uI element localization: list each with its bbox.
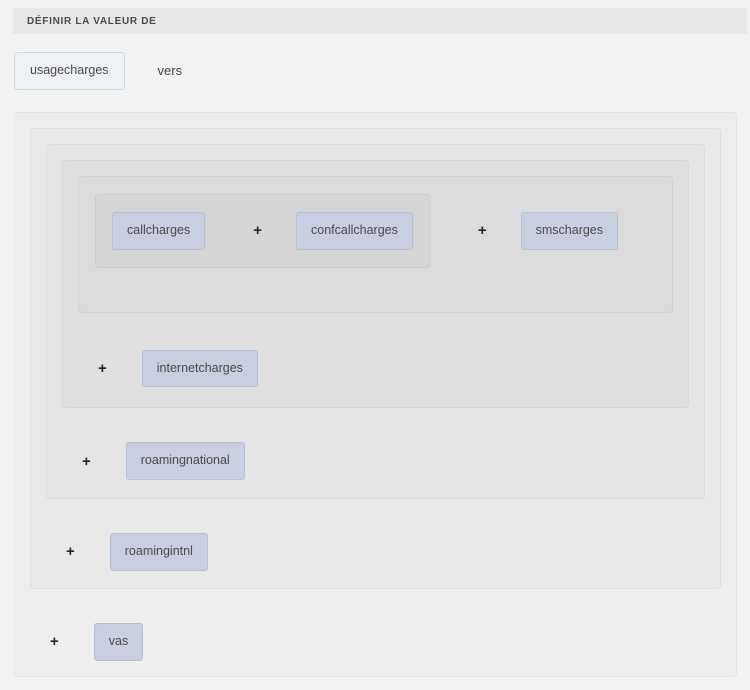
vers-keyword-label: vers [157,63,183,79]
operand-chip-callcharges[interactable]: callcharges [112,211,206,250]
operand-chip-confcallcharges[interactable]: confcallcharges [296,211,413,250]
plus-operator: + [253,222,262,240]
term-row-internetcharges: + internetcharges [78,349,673,388]
plus-operator: + [66,543,75,561]
operand-chip-roamingnational[interactable]: roamingnational [125,442,245,480]
plus-operator: + [477,222,487,240]
expression-group-1: callcharges + confcallcharges + smscharg… [78,175,673,313]
expression-group-2: callcharges + confcallcharges + smscharg… [62,159,689,409]
term-row-roamingintnl: + roamingintnl [46,533,705,571]
operand-chip-roamingintnl[interactable]: roamingintnl [109,533,208,571]
expression-canvas-root-group: callcharges + confcallcharges + smscharg… [14,111,737,677]
operand-chip-vas[interactable]: vas [93,622,144,661]
operand-chip-internetcharges[interactable]: internetcharges [141,349,258,388]
term-row-vas: + vas [30,622,721,661]
operand-chip-smscharges[interactable]: smscharges [520,211,619,250]
expression-group-0: callcharges + confcallcharges [95,193,430,268]
target-variable-chip[interactable]: usagecharges [14,52,125,90]
plus-operator: + [98,359,107,377]
expression-group-4: callcharges + confcallcharges + smscharg… [30,127,721,589]
term-row-roamingnational: + roamingnational [62,442,689,480]
plus-operator: + [82,452,91,470]
section-header-label: DÉFINIR LA VALEUR DE [27,15,157,27]
assignment-target-row: usagecharges vers [14,52,737,90]
section-header-bar: DÉFINIR LA VALEUR DE [13,8,747,34]
plus-operator: + [50,633,59,651]
expression-group-3: callcharges + confcallcharges + smscharg… [46,143,705,499]
